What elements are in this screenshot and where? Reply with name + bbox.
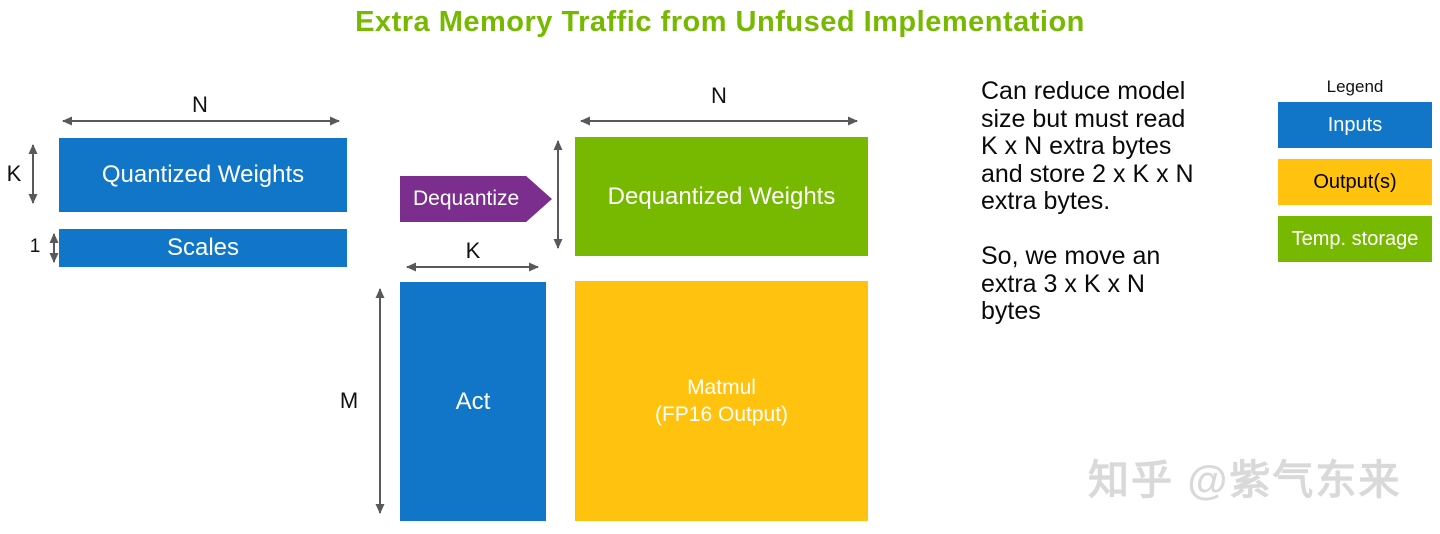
n-right-label: N [711,83,727,108]
n-left-label: N [192,92,208,117]
legend-item-inputs: Inputs [1278,102,1432,148]
dequantize-arrow: Dequantize [400,176,552,222]
explanation-note: Can reduce model size but must read K x … [981,77,1194,325]
k-mid-label: K [465,238,481,263]
k-left-label: K [6,161,22,186]
scales-height-label: 1 [29,236,41,257]
act-box: Act [400,282,546,521]
matmul-box: Matmul (FP16 Output) [575,281,868,521]
scales-box: Scales [59,229,347,267]
m-label: M [339,388,359,413]
zhihu-watermark: 知乎 @紫气东来 [1088,457,1402,503]
quantized-weights-box: Quantized Weights [59,138,347,212]
slide-title: Extra Memory Traffic from Unfused Implem… [355,6,1085,38]
dequantized-weights-box: Dequantized Weights [575,137,868,256]
legend-title: Legend [1326,77,1384,96]
legend-item-outputs: Output(s) [1278,159,1432,205]
legend-item-temp-storage: Temp. storage [1278,216,1432,262]
